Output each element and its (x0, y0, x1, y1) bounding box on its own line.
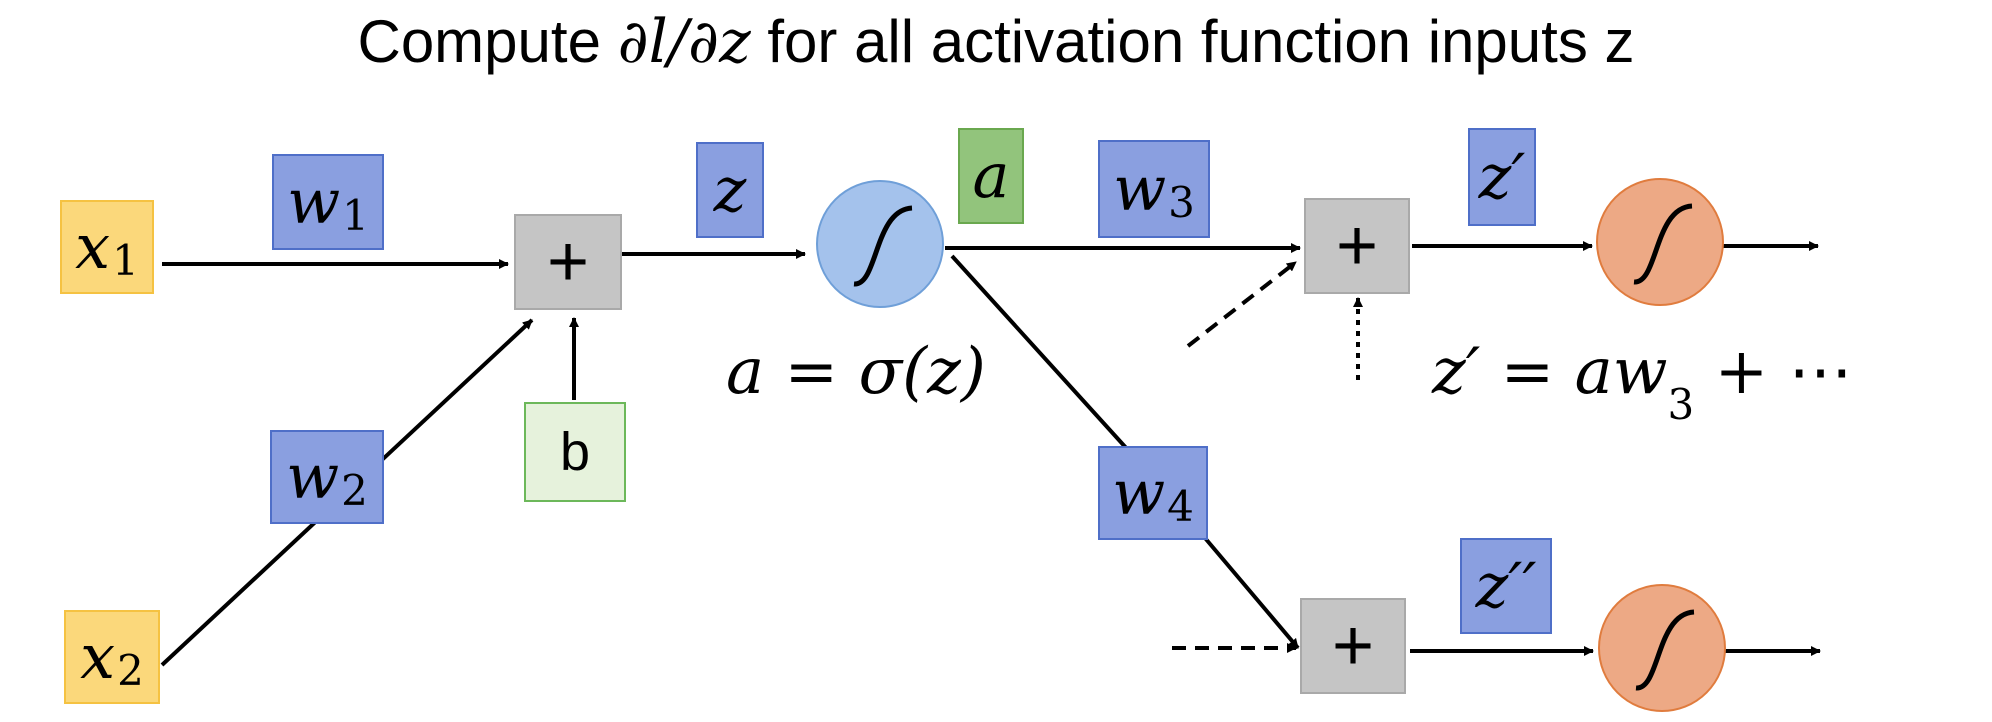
sum-node-1: + (514, 214, 622, 310)
x2-sub: 2 (117, 646, 144, 695)
w1-sub: 1 (342, 191, 369, 240)
edge-w4-sum2 (1203, 536, 1300, 650)
title-math: ∂l/∂z (617, 7, 751, 77)
title-prefix: Compute (357, 8, 618, 75)
plus-symbol: + (1335, 206, 1379, 286)
eq-zp-rhs: aw (1574, 335, 1668, 409)
eq-a-lhs: a (726, 335, 765, 409)
x1-base: x (75, 210, 111, 283)
eq-zp-sub: 3 (1667, 379, 1695, 429)
z-label: z (713, 153, 747, 226)
w3-sub: 3 (1168, 178, 1195, 227)
sum-node-2: + (1304, 198, 1410, 294)
equation-a-sigma-z: a = σ(z) (726, 340, 986, 404)
w2-sub: 2 (341, 466, 368, 515)
sigmoid-neuron-hidden (816, 180, 944, 308)
w2-base: w (286, 440, 340, 513)
sigmoid-icon (1635, 609, 1695, 691)
b-label: b (559, 422, 591, 482)
next-input-z-double-prime: z′′ (1460, 538, 1552, 634)
eq-a-rhs: σ(z) (858, 335, 986, 409)
plus-symbol: + (546, 222, 590, 302)
page-title: Compute ∂l/∂z for all activation functio… (0, 4, 1992, 80)
a-label: a (972, 139, 1010, 212)
activation-output-a: a (958, 128, 1024, 224)
w4-sub: 4 (1167, 482, 1194, 531)
sigmoid-icon (1633, 203, 1693, 285)
eq-zp-lhs: z′ (1432, 335, 1481, 409)
z-double-prime-label: z′′ (1475, 549, 1537, 622)
next-input-z-prime: z′ (1468, 128, 1536, 226)
edge-dashed-in1 (1186, 260, 1298, 348)
bias-b: b (524, 402, 626, 502)
w1-base: w (287, 165, 341, 238)
z-prime-label: z′ (1478, 140, 1526, 213)
sum-node-3: + (1300, 598, 1406, 694)
sigmoid-neuron-next-1 (1596, 178, 1724, 306)
sigmoid-neuron-next-2 (1598, 584, 1726, 712)
w3-base: w (1113, 152, 1167, 225)
title-suffix: for all activation function inputs z (750, 8, 1635, 75)
sigmoid-icon (853, 205, 913, 287)
x2-base: x (80, 620, 116, 693)
equation-z-prime: z′ = aw3 + ⋯ (1432, 340, 1853, 425)
eq-zp-equals: = (1480, 335, 1575, 409)
w4-base: w (1112, 456, 1166, 529)
eq-zp-tail: + ⋯ (1694, 335, 1853, 409)
x1-sub: 1 (112, 236, 139, 285)
plus-symbol: + (1331, 606, 1375, 686)
activation-input-z: z (696, 142, 764, 238)
eq-a-equals: = (764, 335, 859, 409)
edge-a-w4 (950, 254, 1130, 452)
